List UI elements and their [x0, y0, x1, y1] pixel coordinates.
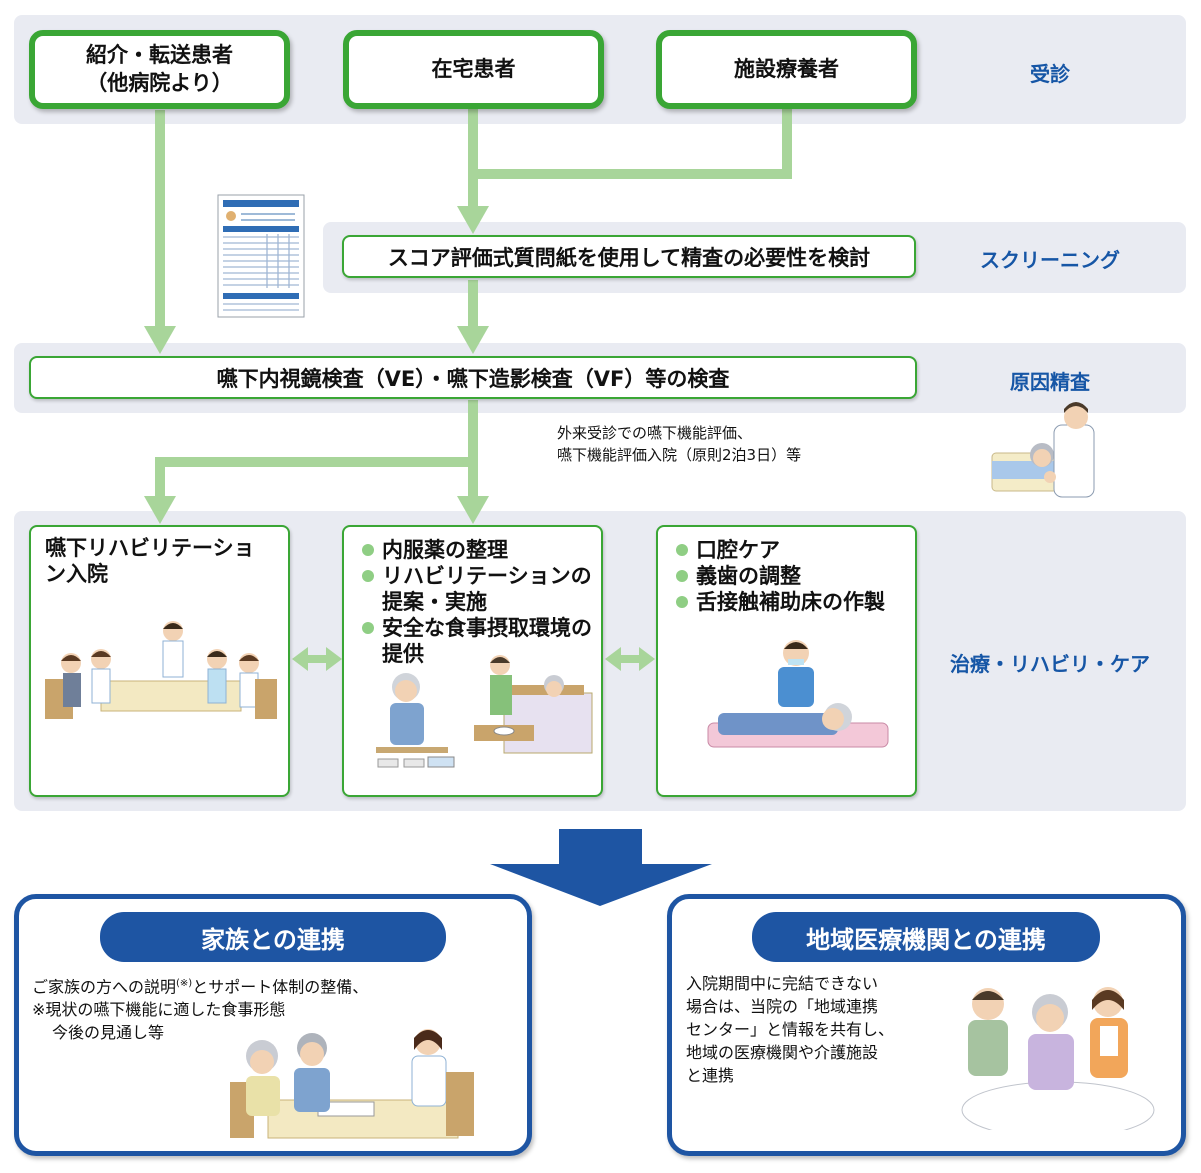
- oral-care-list: 口腔ケア 義歯の調整 舌接触補助床の作製: [674, 537, 909, 615]
- family-text-line1a: ご家族の方への説明: [32, 977, 177, 997]
- source-home: 在宅患者: [343, 30, 604, 109]
- double-arrow-1: [292, 647, 342, 671]
- source-referral-line2: （他病院より）: [86, 70, 233, 95]
- stage-label-cause: 原因精査: [1010, 370, 1090, 394]
- exam-note-line2: 嚥下機能評価入院（原則2泊3日）等: [557, 446, 802, 464]
- screening-box: スコア評価式質問紙を使用して精査の必要性を検討: [342, 235, 916, 278]
- card-rehab-admission-title: 嚥下リハビリテーション入院: [45, 536, 255, 586]
- family-consultation-illustration: [230, 1029, 474, 1139]
- doctor-examining-patient-illustration: [991, 402, 1095, 498]
- arrow-exam-to-rehab: [155, 457, 473, 496]
- arrowhead-exam-left: [144, 326, 176, 354]
- regional-text-line: 場合は、当院の「地域連携: [686, 997, 879, 1016]
- regional-text-line: 地域の医療機関や介護施設: [686, 1043, 879, 1062]
- team-meeting-illustration: [45, 621, 277, 719]
- regional-text-line: センター」と情報を共有し、: [686, 1020, 895, 1039]
- regional-text-line: 入院期間中に完結できない: [686, 974, 879, 993]
- dentist-treating-patient-illustration: [707, 640, 889, 748]
- regional-collaboration-title: 地域医療機関との連携: [752, 912, 1100, 962]
- family-text-line2: ※現状の嚥下機能に適した食事形態: [32, 1000, 286, 1020]
- oral-care-item: 口腔ケア: [674, 537, 909, 563]
- family-collaboration-text: ご家族の方への説明(※)とサポート体制の整備、 ※現状の嚥下機能に適した食事形態…: [32, 972, 512, 1044]
- medical-list: 内服薬の整理 リハビリテーションの提案・実施 安全な食事摂取環境の提供: [360, 537, 595, 667]
- questionnaire-document-icon: [217, 194, 305, 318]
- exam-note-line1: 外来受診での嚥下機能評価、: [557, 424, 753, 442]
- line-facility-merge: [473, 108, 792, 179]
- regional-collaboration-text: 入院期間中に完結できない 場合は、当院の「地域連携 センター」と情報を共有し、 …: [686, 972, 926, 1087]
- family-collaboration-title: 家族との連携: [100, 912, 446, 962]
- family-text-line1b: とサポート体制の整備、: [192, 977, 369, 997]
- medical-item: 内服薬の整理: [360, 537, 595, 563]
- oral-care-item: 舌接触補助床の作製: [674, 589, 909, 615]
- regional-text-line: と連携: [686, 1066, 735, 1085]
- card-oral-care: 口腔ケア 義歯の調整 舌接触補助床の作製: [656, 525, 917, 797]
- arrowhead-rehab: [144, 496, 176, 524]
- source-referral: 紹介・転送患者 （他病院より）: [29, 30, 290, 109]
- card-rehab-admission: 嚥下リハビリテーション入院: [29, 525, 290, 797]
- source-facility: 施設療養者: [656, 30, 917, 109]
- family-text-line3: 今後の見通し等: [52, 1023, 165, 1043]
- source-referral-line1: 紹介・転送患者: [86, 43, 233, 68]
- oral-care-item: 義歯の調整: [674, 563, 909, 589]
- medical-item: リハビリテーションの提案・実施: [360, 563, 595, 615]
- double-arrow-2: [605, 647, 655, 671]
- medical-item: 安全な食事摂取環境の提供: [360, 615, 595, 667]
- exam-note: 外来受診での嚥下機能評価、 嚥下機能評価入院（原則2泊3日）等: [557, 422, 917, 466]
- caregivers-with-elderly-illustration: [961, 987, 1155, 1130]
- arrowhead-medical: [457, 496, 489, 524]
- arrowhead-exam-right: [457, 326, 489, 354]
- stage-label-treatment: 治療・リハビリ・ケア: [950, 652, 1150, 676]
- big-down-arrow: [490, 829, 712, 906]
- family-text-mark: (※): [176, 978, 193, 989]
- exam-box: 嚥下内視鏡検査（VE）・嚥下造影検査（VF）等の検査: [29, 356, 917, 399]
- stage-label-visit: 受診: [1030, 62, 1070, 86]
- card-medical: 内服薬の整理 リハビリテーションの提案・実施 安全な食事摂取環境の提供: [342, 525, 603, 797]
- medication-and-meal-illustration: [376, 655, 593, 768]
- arrowhead-screening: [457, 206, 489, 234]
- stage-label-screening: スクリーニング: [980, 248, 1120, 272]
